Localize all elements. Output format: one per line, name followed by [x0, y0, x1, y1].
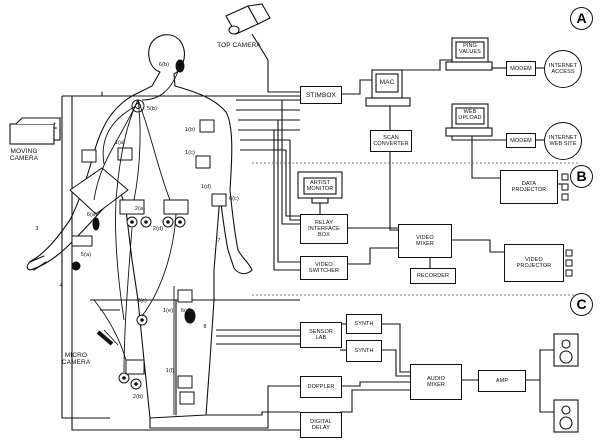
- top-camera-label: TOP CAMERA: [217, 42, 261, 49]
- body-label-6c: 6(c): [229, 196, 239, 202]
- scan-converter-label: SCAN CONVERTER: [373, 135, 409, 147]
- body-label-2d: 2(d): [152, 226, 164, 232]
- body-label-2a: 2(a): [134, 206, 146, 212]
- synth-1-box: SYNTH: [346, 314, 382, 334]
- doppler-box: DOPPLER: [300, 376, 342, 398]
- body-label-6a: 6(a): [86, 212, 98, 218]
- body-label-1d: 1(d): [200, 184, 212, 190]
- section-marker-a: A: [570, 7, 593, 30]
- internet-access-label: INTERNET ACCESS: [548, 63, 578, 75]
- body-label-7: 7: [217, 238, 221, 244]
- body-label-2b: 2(b): [132, 394, 144, 400]
- relay-interface-box-label: RELAY INTERFACE BOX: [308, 220, 340, 238]
- modem-b-box: MODEM: [506, 133, 536, 148]
- body-label-5a: 5(a): [80, 252, 92, 258]
- amp-box: AMP: [478, 370, 526, 392]
- video-switcher-box: VIDEO SWITCHER: [300, 256, 348, 280]
- recorder-label: RECORDER: [416, 273, 450, 279]
- moving-camera-label: MOVING CAMERA: [9, 148, 39, 162]
- synth-2-box: SYNTH: [346, 340, 382, 362]
- mac-label: MAC: [379, 79, 395, 86]
- body-label-6b: 6(b): [158, 62, 170, 68]
- body-label-8: 8: [203, 324, 207, 330]
- artist-monitor-label: ARTIST MONITOR: [306, 180, 334, 192]
- modem-a-label: MODEM: [510, 65, 532, 72]
- stimbox-label: STIMBOX: [306, 91, 336, 99]
- body-label-1b: 1(b): [184, 127, 196, 133]
- audio-mixer-label: AUDIO MIXER: [427, 376, 445, 388]
- body-label-1a: 1(a): [114, 140, 126, 146]
- amp-label: AMP: [495, 378, 509, 384]
- synth-2-label: SYNTH: [354, 348, 374, 354]
- section-marker-b: B: [570, 165, 593, 188]
- scan-converter-box: SCAN CONVERTER: [370, 130, 412, 152]
- body-label-1f: 1(f): [165, 368, 175, 374]
- modem-b-label: MODEM: [510, 137, 532, 144]
- internet-web-site-node: INTERNET WEB SITE: [544, 122, 582, 160]
- sensor-lab-label: SENSOR LAB: [309, 329, 333, 341]
- data-projector-box: DATA PROJECTOR: [500, 170, 558, 204]
- digital-delay-box: DIGITAL DELAY: [300, 412, 342, 438]
- body-label-5b: 5(b): [146, 106, 158, 112]
- video-projector-box: VIDEO PROJECTOR: [504, 244, 564, 282]
- video-mixer-box: VIDEO MIXER: [398, 224, 452, 258]
- body-label-2c: 2(c): [137, 298, 147, 304]
- recorder-box: RECORDER: [410, 268, 456, 284]
- digital-delay-label: DIGITAL DELAY: [310, 419, 332, 431]
- section-marker-c: C: [570, 293, 593, 316]
- video-mixer-label: VIDEO MIXER: [416, 235, 434, 247]
- ping-values-label: PING VALUES: [459, 43, 481, 55]
- video-projector-label: VIDEO PROJECTOR: [516, 257, 552, 269]
- doppler-label: DOPPLER: [307, 384, 335, 390]
- internet-web-site-label: INTERNET WEB SITE: [548, 135, 578, 147]
- audio-mixer-box: AUDIO MIXER: [410, 364, 462, 400]
- modem-a-box: MODEM: [506, 61, 536, 76]
- body-label-3: 3: [35, 226, 39, 232]
- relay-interface-box: RELAY INTERFACE BOX: [300, 214, 348, 244]
- micro-camera-label: MICRO CAMERA: [61, 352, 91, 366]
- body-label-1e: 1(e): [162, 308, 174, 314]
- body-label-6d: 6(d): [180, 308, 192, 314]
- synth-1-label: SYNTH: [354, 321, 374, 327]
- body-label-4: 4: [59, 283, 63, 289]
- data-projector-label: DATA PROJECTOR: [511, 181, 547, 193]
- sensor-lab-box: SENSOR LAB: [300, 322, 342, 348]
- stimbox-box: STIMBOX: [300, 86, 342, 104]
- body-label-1c: 1(c): [185, 150, 195, 156]
- video-switcher-label: VIDEO SWITCHER: [308, 262, 340, 274]
- internet-access-node: INTERNET ACCESS: [544, 50, 582, 88]
- web-upload-label: WEB UPLOAD: [458, 109, 482, 121]
